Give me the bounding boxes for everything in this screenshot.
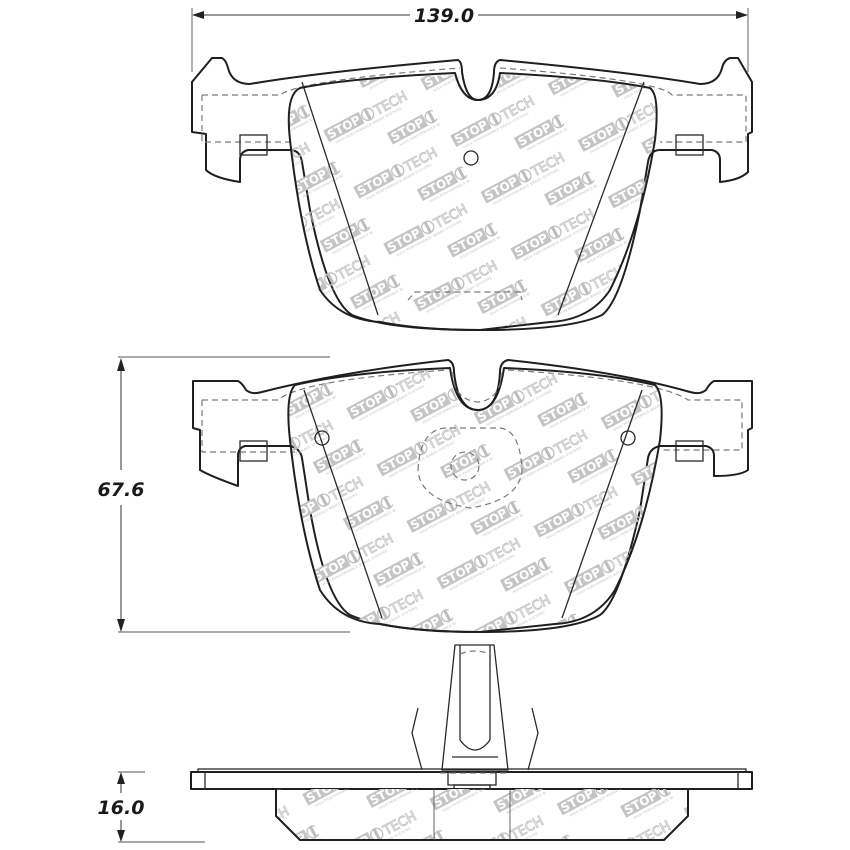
arrowhead-icon [736, 11, 748, 19]
front-view [192, 359, 753, 633]
watermark-pattern [288, 75, 657, 330]
dimension-thickness-label: 16.0 [98, 797, 145, 819]
dimension-height-label: 67.6 [98, 479, 145, 501]
sensor-hole [463, 150, 479, 166]
front-tab-right [675, 440, 704, 462]
arrowhead-icon [192, 11, 204, 19]
top-view [191, 57, 753, 331]
front-friction-outline [287, 367, 663, 633]
dimension-height: 67.6 [98, 356, 350, 633]
arrowhead-icon [117, 358, 125, 371]
top-tab-left [239, 134, 268, 156]
retaining-clip [411, 644, 539, 771]
top-tab-right [675, 134, 704, 156]
sensor-hole [314, 430, 330, 446]
arrowhead-icon [117, 619, 125, 632]
watermark-pattern [276, 789, 688, 840]
side-view [190, 644, 753, 841]
top-friction-outline [287, 72, 658, 331]
side-backing-plate [190, 771, 753, 790]
sensor-hole [620, 430, 636, 446]
arrowhead-icon [117, 830, 125, 842]
dimension-width: 139.0 [191, 5, 749, 72]
dimension-width-label: 139.0 [414, 5, 474, 27]
side-friction-outline [275, 789, 689, 841]
watermark-pattern [288, 368, 662, 632]
dimension-thickness: 16.0 [98, 771, 205, 843]
arrowhead-icon [117, 772, 125, 784]
front-tab-left [239, 440, 268, 462]
